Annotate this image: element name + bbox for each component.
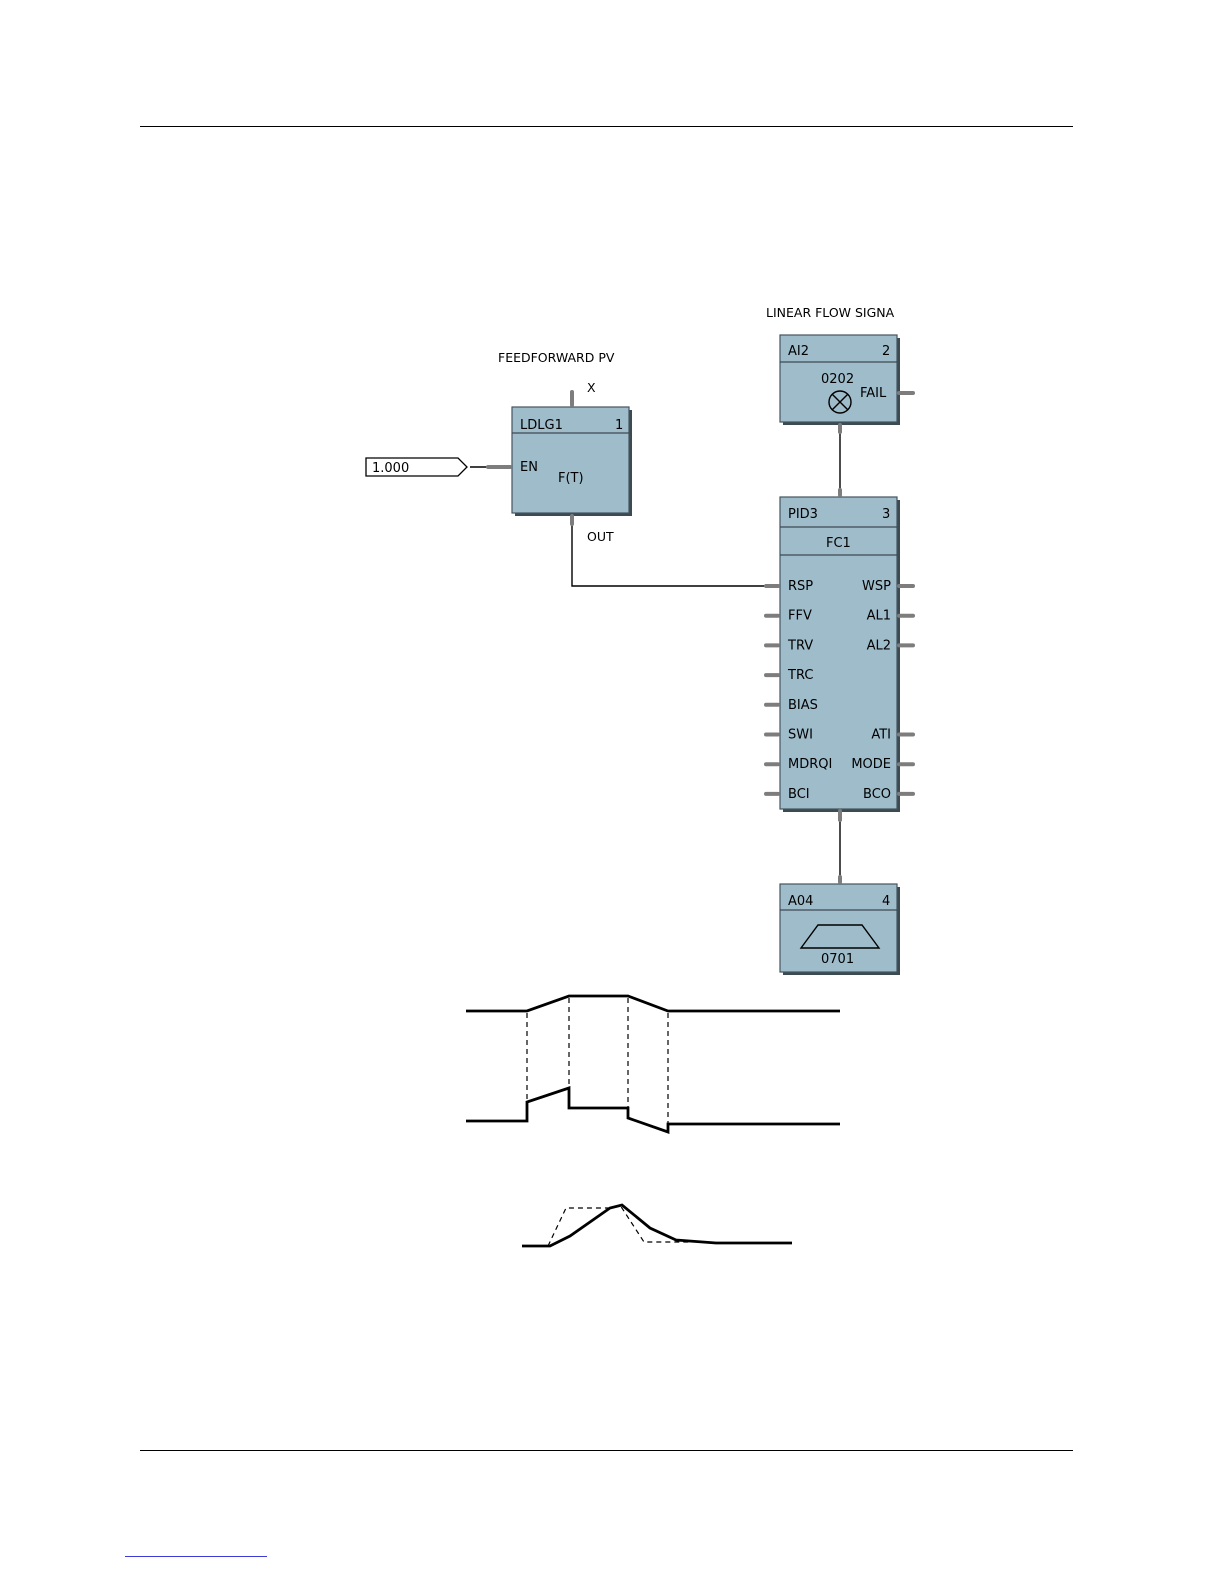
output-waveform (466, 1088, 840, 1132)
x-pin-label: X (587, 380, 596, 395)
linear-flow-signal-label: LINEAR FLOW SIGNA (766, 305, 895, 320)
ao-number: 4 (882, 894, 890, 909)
out-pin-label: OUT (587, 529, 614, 544)
projection-dashes (527, 998, 668, 1124)
ao-block[interactable]: A04 4 0701 (780, 877, 900, 975)
ai-address: 0202 (821, 372, 854, 387)
ldlg-block[interactable]: LDLG1 1 EN F(T) (488, 392, 632, 524)
ao-address: 0701 (821, 952, 854, 967)
pid-tag: FC1 (826, 536, 851, 551)
pid-input-label-trv: TRV (787, 638, 813, 653)
pid-input-label-bci: BCI (788, 787, 810, 802)
pid-output-label-ati: ATI (871, 728, 891, 743)
pid-input-label-trc: TRC (787, 668, 813, 683)
ldlg-number: 1 (615, 418, 623, 433)
ai-number: 2 (882, 344, 890, 359)
dashed-input-trace (548, 1205, 690, 1246)
pid-output-label-mode: MODE (851, 757, 891, 772)
output-trace (466, 1088, 840, 1132)
pid-input-label-ffv: FFV (788, 609, 812, 624)
ai-name: AI2 (788, 344, 809, 359)
pid-output-label-bco: BCO (863, 787, 891, 802)
pid-output-label-al2: AL2 (867, 638, 891, 653)
ldlg-func-label: F(T) (558, 471, 584, 486)
pid-input-label-swi: SWI (788, 728, 813, 743)
ai-block[interactable]: AI2 2 0202 FAIL (780, 335, 913, 432)
ldlg-en-label: EN (520, 460, 538, 475)
pid-number: 3 (882, 507, 890, 522)
pid-input-label-bias: BIAS (788, 698, 818, 713)
pid-name: PID3 (788, 507, 818, 522)
response-waveform (522, 1205, 792, 1246)
input-waveform (466, 996, 840, 1011)
constant-value: 1.000 (372, 461, 409, 476)
pid-input-label-rsp: RSP (788, 579, 813, 594)
ldlg-name: LDLG1 (520, 418, 563, 433)
pid-input-label-mdrqi: MDRQI (788, 757, 832, 772)
input-trace (466, 996, 840, 1011)
pid-block[interactable]: PID3 3 FC1 RSP FFV TRV TRC BIAS SWI MDRQI BCI W… (766, 490, 913, 820)
lead-lag-trace (522, 1205, 792, 1246)
ai-fail-label: FAIL (860, 386, 887, 401)
ao-name: A04 (788, 894, 813, 909)
pid-output-label-wsp: WSP (862, 579, 891, 594)
pid-output-label-al1: AL1 (867, 609, 891, 624)
feedforward-pv-label: FEEDFORWARD PV (498, 350, 615, 365)
